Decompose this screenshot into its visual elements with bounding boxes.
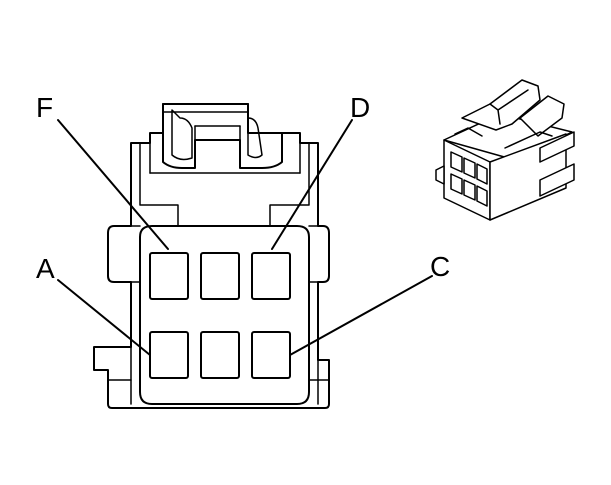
leader-lines xyxy=(57,119,433,356)
latch-detail-left xyxy=(171,109,193,161)
leader-line-f xyxy=(57,119,169,250)
terminal-cavity-a xyxy=(149,331,189,379)
iso-latch-rear xyxy=(519,95,565,137)
pin-label-c: C xyxy=(430,251,450,282)
iso-side-tab-upper xyxy=(539,131,575,163)
terminal-cavity-c xyxy=(251,331,291,379)
iso-cavity-5 xyxy=(463,179,476,201)
iso-cavity-3 xyxy=(476,163,488,185)
terminal-cavity-f xyxy=(149,252,189,300)
pin-label-f: F xyxy=(36,92,53,123)
iso-cavity-2 xyxy=(463,157,476,179)
pin-label-a: A xyxy=(36,253,55,284)
iso-cavity-4 xyxy=(450,173,463,195)
leader-line-c xyxy=(289,275,433,356)
iso-top-rib xyxy=(454,127,553,149)
pin-labels: F D A C xyxy=(36,92,450,284)
leader-line-a xyxy=(57,279,151,356)
terminal-cavity-e xyxy=(200,252,240,300)
terminal-cavity-d xyxy=(251,252,291,300)
leader-line-d xyxy=(271,119,353,250)
iso-latch-ridge xyxy=(489,89,529,125)
terminal-cavity-b xyxy=(200,331,240,379)
latch-detail-right xyxy=(247,117,263,159)
iso-front-tab xyxy=(435,165,445,185)
connector-isometric-view xyxy=(435,79,575,221)
upper-shoulder-left xyxy=(139,142,179,227)
iso-side-tab-lower xyxy=(539,163,575,197)
pin-label-d: D xyxy=(350,92,370,123)
iso-cavity-1 xyxy=(450,151,463,173)
upper-shoulder-right xyxy=(269,142,310,227)
iso-latch xyxy=(461,79,541,131)
connector-front-view xyxy=(93,103,330,409)
iso-cavity-6 xyxy=(476,185,488,207)
